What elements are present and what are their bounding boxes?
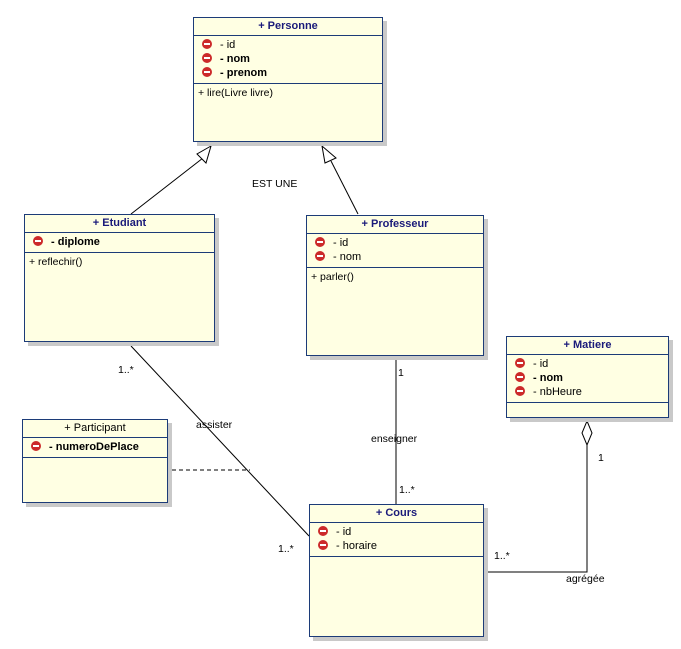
attribute-text: - nbHeure [533,386,582,398]
generalization-arrowhead-etudiant [196,144,212,164]
class-etudiant-operations: + reflechir() [25,253,214,271]
multiplicity-matiere: 1 [598,452,604,464]
attribute-row: - id [307,236,483,250]
generalization-label: EST UNE [252,178,298,190]
class-participant[interactable]: + Participant - numeroDePlace [22,419,168,503]
attribute-row: - prenom [194,66,382,80]
attribute-row: - nom [194,52,382,66]
class-professeur-attributes: - id - nom [307,234,483,268]
private-visibility-icon [202,67,212,78]
private-visibility-icon [202,53,212,64]
association-assister-label: assister [196,419,233,431]
class-participant-attributes: - numeroDePlace [23,438,167,458]
attribute-text: - id [336,526,352,538]
generalization-arrowhead-professeur [321,144,337,164]
class-etudiant[interactable]: + Etudiant - diplome + reflechir() [24,214,215,342]
association-enseigner-label: enseigner [371,433,418,445]
operation-text: + parler() [311,271,354,283]
class-cours[interactable]: + Cours - id - horaire [309,504,484,637]
aggregation-agregee-line [484,445,588,573]
private-visibility-icon [318,540,328,551]
attribute-row: - id [194,38,382,52]
private-visibility-icon [202,39,212,50]
private-visibility-icon [33,236,43,247]
aggregation-agregee-label: agrégée [566,573,605,585]
attribute-row: - id [310,525,483,539]
class-matiere-attributes: - id - nom - nbHeure [507,355,668,403]
class-personne-name: + Personne [194,18,382,36]
attribute-row: - nom [307,250,483,264]
class-personne-operations: + lire(Livre livre) [194,84,382,102]
attribute-text: - id [333,237,349,249]
private-visibility-icon [315,251,325,262]
attribute-row: - id [507,357,668,371]
aggregation-diamond [581,419,593,447]
private-visibility-icon [515,372,525,383]
private-visibility-icon [315,237,325,248]
attribute-row: - numeroDePlace [23,440,167,454]
class-matiere-name: + Matiere [507,337,668,355]
attribute-row: - nom [507,371,668,385]
class-participant-name: + Participant [23,420,167,438]
generalization-professeur-line [330,160,359,215]
class-etudiant-name: + Etudiant [25,215,214,233]
attribute-row: - nbHeure [507,385,668,399]
class-etudiant-attributes: - diplome [25,233,214,253]
attribute-text: - nom [333,251,362,263]
attribute-text: - prenom [220,67,268,79]
operation-text: + lire(Livre livre) [198,87,273,99]
attribute-text: - nom [220,53,250,65]
private-visibility-icon [515,358,525,369]
class-personne[interactable]: + Personne - id - nom - prenom + lire(Li… [193,17,383,142]
private-visibility-icon [31,441,41,452]
attribute-row: - diplome [25,235,214,249]
attribute-text: - numeroDePlace [49,441,139,453]
association-assister-line [130,345,310,537]
multiplicity-cours-enseigner: 1..* [399,484,415,496]
multiplicity-cours-agregee: 1..* [494,550,510,562]
attribute-text: - nom [533,372,563,384]
class-professeur[interactable]: + Professeur - id - nom + parler() [306,215,484,356]
multiplicity-professeur: 1 [398,367,404,379]
generalization-etudiant-line [130,157,204,215]
attribute-text: - id [533,358,549,370]
multiplicity-cours-assister: 1..* [278,543,294,555]
private-visibility-icon [318,526,328,537]
class-personne-attributes: - id - nom - prenom [194,36,382,84]
attribute-row: - horaire [310,539,483,553]
class-cours-attributes: - id - horaire [310,523,483,557]
class-professeur-operations: + parler() [307,268,483,286]
class-cours-name: + Cours [310,505,483,523]
private-visibility-icon [515,386,525,397]
attribute-text: - horaire [336,540,377,552]
class-professeur-name: + Professeur [307,216,483,234]
operation-text: + reflechir() [29,256,83,268]
class-matiere[interactable]: + Matiere - id - nom - nbHeure [506,336,669,418]
multiplicity-etudiant: 1..* [118,364,134,376]
attribute-text: - diplome [51,236,100,248]
attribute-text: - id [220,39,236,51]
